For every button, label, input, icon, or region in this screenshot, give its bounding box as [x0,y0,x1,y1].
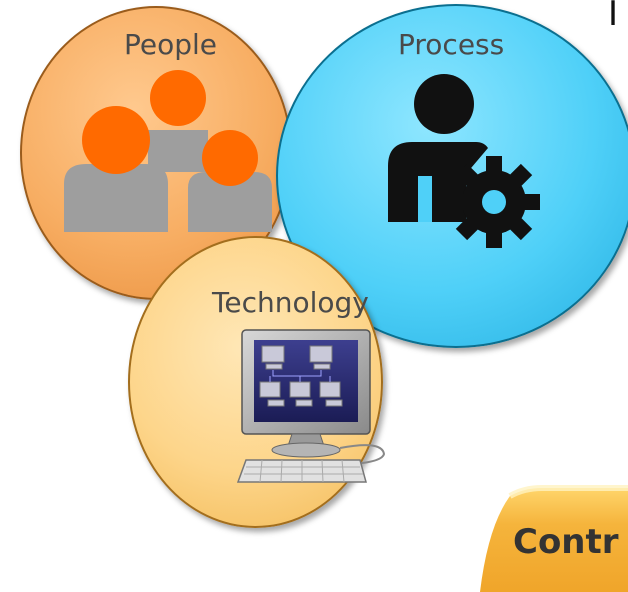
title-fragment: I [608,0,619,34]
diagram-canvas: I Contr People Process [20,0,628,592]
banner-shape [480,485,628,592]
people-group-icon [64,70,272,232]
process-label: Process [398,28,505,61]
computer-network-icon [236,329,386,483]
technology-label: Technology [212,286,369,319]
people-label: People [124,28,218,61]
banner-text: Contr [513,522,619,562]
person-with-gear-icon [388,74,540,248]
